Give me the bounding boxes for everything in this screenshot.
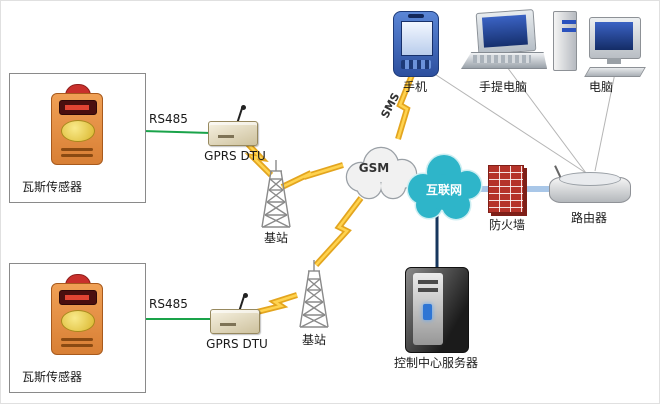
sensor-vent <box>61 148 93 151</box>
sensor-vent <box>61 338 93 341</box>
lightning-dtu1-base1-hl <box>246 142 272 176</box>
sensor-display <box>59 100 97 115</box>
base-station-tower-icon <box>294 259 334 329</box>
gas-sensor-panel-1: 瓦斯传感器 <box>9 73 146 203</box>
dtu-modem-icon <box>208 121 258 146</box>
gprs-dtu-2: GPRS DTU <box>205 293 269 353</box>
base-station-label-1: 基站 <box>263 231 288 245</box>
pc-tower <box>553 11 577 71</box>
sensor-digits <box>65 105 89 110</box>
wire-rs485-1 <box>142 130 212 134</box>
gas-sensor-icon <box>51 274 103 356</box>
dtu-label: GPRS DTU <box>206 337 268 351</box>
sensor-dial <box>61 120 95 142</box>
lightning-base2-dtu2-hl <box>252 293 298 315</box>
pc-drive-slot <box>562 20 576 24</box>
lightning-base1-gsm-hl <box>281 163 344 189</box>
sensor-body <box>51 93 103 165</box>
server-drive-slot <box>418 288 438 292</box>
sensor-vent <box>61 154 93 157</box>
server-label: 控制中心服务器 <box>393 356 478 370</box>
laptop-icon <box>461 9 547 73</box>
dtu-label: GPRS DTU <box>204 149 266 163</box>
pc-monitor <box>589 17 641 59</box>
internet-cloud-icon <box>399 147 489 233</box>
router-top <box>559 172 621 186</box>
gas-sensor-label: 瓦斯传感器 <box>22 370 83 384</box>
sensor-dial <box>61 310 95 332</box>
internet-label: 互联网 <box>425 183 462 197</box>
gprs-dtu-1: GPRS DTU <box>203 105 267 165</box>
laptop-label: 手提电脑 <box>478 80 527 94</box>
phone-screen <box>401 21 433 56</box>
rs485-link-label-1: RS485 <box>149 112 188 126</box>
pc-monitor-stand <box>607 58 621 64</box>
lightning-sms-gsm-phone-hl <box>396 74 414 140</box>
dtu-led <box>220 323 236 326</box>
sensor-digits <box>65 295 89 300</box>
phone-speaker <box>408 14 424 18</box>
gas-sensor-icon <box>51 84 103 166</box>
server-led <box>423 304 432 320</box>
firewall-icon <box>488 165 524 213</box>
gsm-cloud-icon <box>339 143 425 207</box>
gas-sensor-panel-2: 瓦斯传感器 <box>9 263 146 393</box>
pc-screen <box>595 22 633 50</box>
lightning-links <box>244 73 415 316</box>
phone-label: 手机 <box>402 80 427 94</box>
router-icon <box>549 165 631 205</box>
dtu-modem-icon <box>210 309 260 334</box>
laptop-keyboard <box>473 55 531 63</box>
wire-router-phone <box>426 68 587 174</box>
sensor-body <box>51 283 103 355</box>
base-station-tower-icon <box>256 159 296 229</box>
base-station-label-2: 基站 <box>301 333 326 347</box>
sensor-display <box>59 290 97 305</box>
pc-keyboard <box>584 67 646 77</box>
phone-keypad <box>401 60 431 69</box>
dtu-led <box>218 135 234 138</box>
pc-drive-slot <box>562 28 576 32</box>
firewall-label: 防火墙 <box>488 218 525 232</box>
desktop-label: 电脑 <box>588 80 613 94</box>
server-drive-slot <box>418 280 438 284</box>
gas-sensor-label: 瓦斯传感器 <box>22 180 83 194</box>
desktop-pc-icon <box>549 9 649 77</box>
lightning-gsm-base2-hl <box>315 197 362 266</box>
laptop-screen <box>475 9 537 55</box>
laptop-display <box>481 14 528 48</box>
rs485-link-label-2: RS485 <box>149 297 188 311</box>
antenna-tip <box>243 293 248 298</box>
sensor-vent <box>61 344 93 347</box>
server-icon <box>405 267 469 353</box>
antenna-tip <box>241 105 246 110</box>
wire-router-laptop <box>506 66 587 174</box>
mobile-phone-icon <box>393 11 439 77</box>
gsm-label: GSM <box>358 161 390 175</box>
wire-router-desktop <box>594 72 616 172</box>
router-label: 路由器 <box>570 211 607 225</box>
